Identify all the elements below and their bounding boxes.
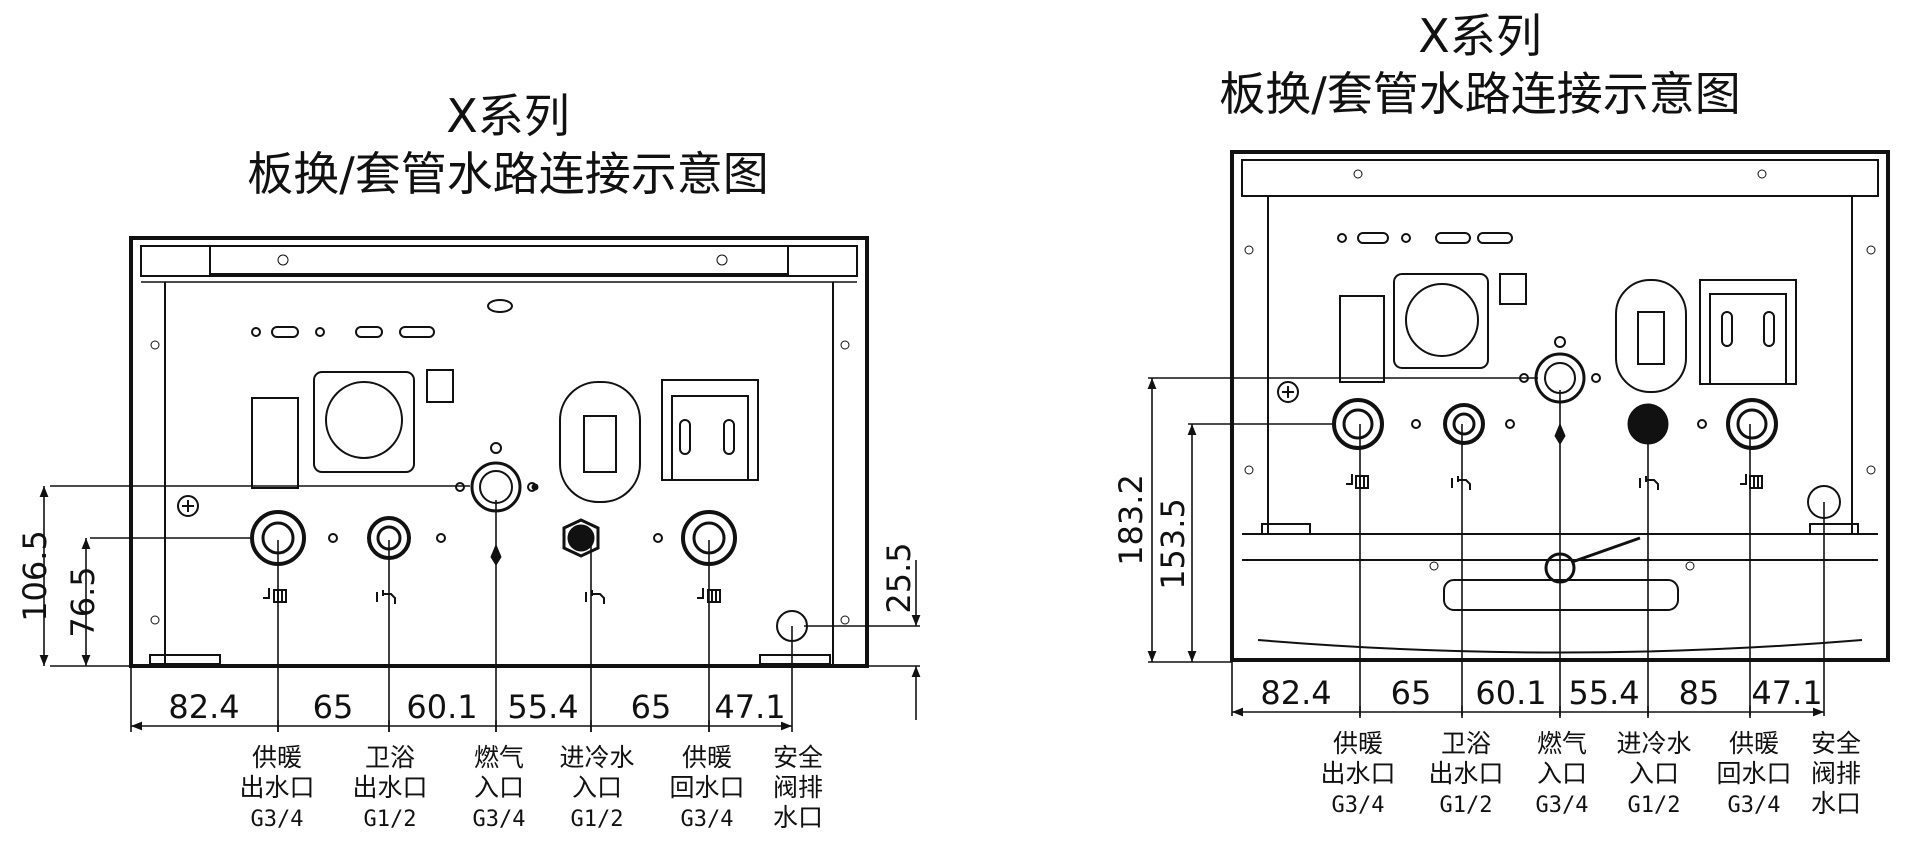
- right-reference-lines: [1147, 377, 1825, 716]
- right-port-label: 阀排: [1811, 759, 1861, 788]
- left-vdim-3: 25.5: [880, 542, 918, 613]
- left-port-label: 入口: [572, 773, 622, 802]
- left-port-icons: [263, 588, 721, 604]
- right-port-label: 供暖: [1729, 729, 1779, 758]
- right-dim-6: 47.1: [1751, 674, 1822, 712]
- right-port-label: 出水口: [1320, 759, 1395, 788]
- left-unit-housing: [129, 236, 869, 668]
- left-dim-2: 65: [313, 688, 354, 726]
- left-port-spec: G3/4: [681, 807, 734, 832]
- right-title-line1: X系列: [1418, 9, 1542, 63]
- right-dim-2: 65: [1391, 674, 1432, 712]
- left-port-label: 入口: [474, 773, 524, 802]
- right-port-labels: 供暖 出水口 G3/4 卫浴 出水口 G1/2 燃气 入口 G3/4 进冷水 入…: [1320, 729, 1861, 818]
- right-internal-components: [1337, 232, 1841, 519]
- left-title-line1: X系列: [446, 89, 570, 143]
- right-port-label: 燃气: [1537, 729, 1587, 758]
- right-unit-housing: [1230, 150, 1890, 662]
- right-dim-5: 85: [1679, 674, 1720, 712]
- left-radiator-icon: [697, 588, 721, 603]
- left-port-label: 燃气: [474, 743, 524, 772]
- right-radiator-icon: [1740, 474, 1763, 489]
- left-vdim-1: 106.5: [16, 530, 54, 622]
- left-title-line2: 板换/套管水路连接示意图: [247, 147, 769, 201]
- right-title-line2: 板换/套管水路连接示意图: [1219, 67, 1741, 121]
- left-port-label: 阀排: [773, 773, 823, 802]
- right-port-label: 入口: [1629, 759, 1679, 788]
- left-port-spec: G3/4: [473, 807, 526, 832]
- right-dim-4: 55.4: [1568, 674, 1639, 712]
- right-port-label: 水口: [1811, 789, 1861, 818]
- right-port-label: 供暖: [1333, 729, 1383, 758]
- left-reference-lines: [39, 485, 921, 732]
- right-radiator-icon: [1346, 474, 1369, 489]
- right-port-label: 入口: [1537, 759, 1587, 788]
- left-internal-components: [251, 299, 759, 503]
- right-port-spec: G3/4: [1536, 793, 1589, 818]
- right-port-label: 出水口: [1428, 759, 1503, 788]
- right-port-spec: G3/4: [1332, 793, 1385, 818]
- right-port-label: 安全: [1811, 729, 1861, 758]
- left-port-label: 出水口: [352, 773, 427, 802]
- left-port-spec: G1/2: [364, 807, 417, 832]
- left-dim-1: 82.4: [168, 688, 239, 726]
- left-port-label: 进冷水: [559, 743, 634, 772]
- right-dim-3: 60.1: [1475, 674, 1546, 712]
- left-gas-port: [455, 442, 539, 566]
- left-dim-5: 65: [631, 688, 672, 726]
- right-port-spec: G1/2: [1440, 793, 1493, 818]
- left-cold-inlet-fitting: [562, 518, 600, 558]
- right-fittings: [1277, 381, 1778, 450]
- left-port-label: 供暖: [252, 743, 302, 772]
- left-port-label: 供暖: [682, 743, 732, 772]
- right-port-spec: G3/4: [1728, 793, 1781, 818]
- right-port-spec: G1/2: [1628, 793, 1681, 818]
- left-dim-3: 60.1: [406, 688, 477, 726]
- left-diagram: X系列 板换/套管水路连接示意图: [16, 89, 921, 832]
- right-port-label: 进冷水: [1616, 729, 1691, 758]
- right-bottom-dimension: 82.4 65 60.1 55.4 85 47.1: [1232, 674, 1824, 718]
- left-port-label: 出水口: [239, 773, 314, 802]
- left-faucet-icon: [376, 590, 396, 604]
- left-vdim-2: 76.5: [64, 566, 102, 637]
- left-radiator-icon: [263, 588, 287, 603]
- left-dim-4: 55.4: [507, 688, 578, 726]
- right-heating-outlet-fitting: [1332, 398, 1384, 450]
- right-faucet-icon: [1451, 476, 1471, 490]
- left-bottom-dimension: 82.4 65 60.1 55.4 65 47.1: [131, 688, 792, 732]
- left-port-spec: G1/2: [571, 807, 624, 832]
- left-port-spec: G3/4: [251, 807, 304, 832]
- left-dim-6: 47.1: [714, 688, 785, 726]
- left-port-labels: 供暖 出水口 G3/4 卫浴 出水口 G1/2 燃气 入口 G3/4 进冷水 入…: [239, 743, 823, 832]
- right-dim-1: 82.4: [1260, 674, 1331, 712]
- right-diagram: X系列 板换/套管水路连接示意图: [1112, 9, 1890, 818]
- right-vdim-1: 183.2: [1112, 474, 1150, 566]
- left-port-label: 卫浴: [365, 743, 415, 772]
- right-bath-outlet-fitting: [1443, 403, 1485, 445]
- left-fittings: [177, 495, 808, 642]
- right-port-label: 回水口: [1716, 759, 1791, 788]
- right-heating-return-fitting: [1726, 398, 1778, 450]
- left-port-label: 水口: [773, 803, 823, 832]
- right-port-label: 卫浴: [1441, 729, 1491, 758]
- left-faucet-icon: [585, 590, 605, 604]
- right-vdim-2: 153.5: [1154, 498, 1192, 590]
- left-port-label: 安全: [773, 743, 823, 772]
- right-faucet-icon: [1639, 476, 1659, 490]
- left-port-label: 回水口: [669, 773, 744, 802]
- right-port-icons: [1346, 474, 1763, 490]
